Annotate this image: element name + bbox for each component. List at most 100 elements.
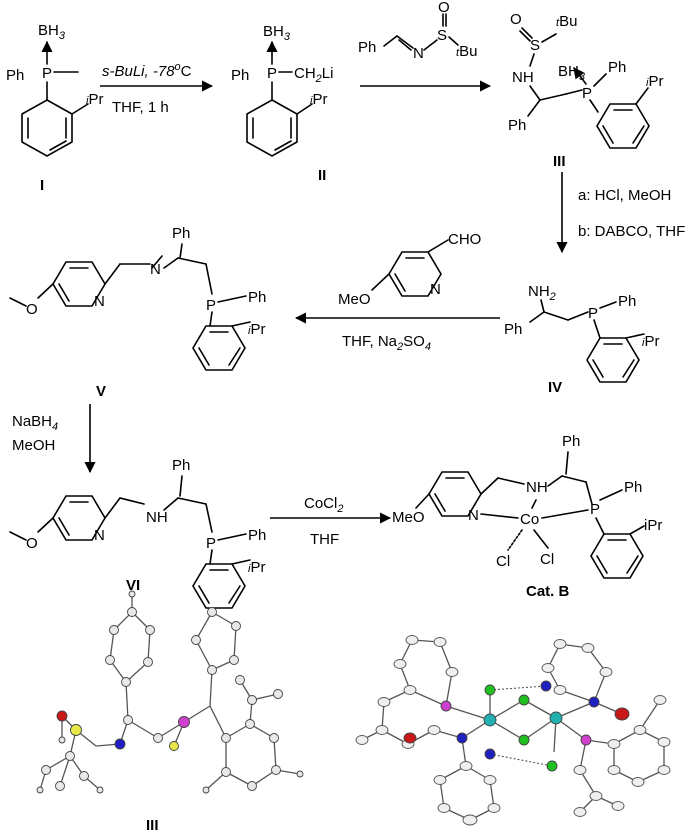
svg-text:tBu: tBu — [556, 13, 577, 30]
compound-IV: NH2 Ph P Ph iPr IV — [504, 283, 659, 396]
svg-text:Ph: Ph — [248, 527, 266, 544]
svg-text:Ph: Ph — [624, 479, 642, 496]
reagent-step6-solvent: THF — [310, 531, 339, 548]
svg-text:P: P — [588, 305, 598, 322]
sulfinimine-reagent: Ph N S O tBu — [358, 0, 477, 62]
svg-text:Ph: Ph — [508, 117, 526, 134]
compound-label-I: I — [40, 177, 44, 194]
svg-text:CH2Li: CH2Li — [294, 65, 333, 85]
svg-text:NH2: NH2 — [528, 283, 556, 303]
svg-text:iPr: iPr — [248, 321, 265, 338]
svg-text:Ph: Ph — [231, 67, 249, 84]
crystal-structure-III: III — [36, 590, 304, 834]
compound-II: BH3 P Ph CH2Li iPr II — [231, 23, 333, 184]
compound-label-VI: VI — [126, 577, 140, 594]
svg-text:iPr: iPr — [642, 333, 659, 350]
atom-nitrogen — [456, 732, 468, 744]
atom-chlorine — [518, 734, 530, 746]
svg-text:NH: NH — [512, 69, 534, 86]
atom-nitrogen — [114, 738, 126, 750]
svg-text:CHO: CHO — [448, 231, 481, 248]
atom-nitrogen — [588, 696, 600, 708]
compound-label-IV: IV — [548, 379, 562, 396]
reagent-step3-b: b: DABCO, THF — [578, 223, 685, 240]
svg-text:S: S — [530, 37, 540, 54]
crystal-structure-catB — [355, 635, 671, 826]
svg-text:O: O — [438, 0, 450, 16]
svg-text:tBu: tBu — [456, 43, 477, 60]
atom-oxygen — [614, 707, 630, 721]
reagent-step4: THF, Na2SO4 — [342, 333, 431, 353]
svg-text:NH: NH — [146, 509, 168, 526]
reagent-step5-solvent: MeOH — [12, 437, 55, 454]
svg-text:Ph: Ph — [358, 39, 376, 56]
phosphorus-label: P — [42, 65, 52, 82]
phenyl-label: Ph — [6, 67, 24, 84]
atom-cobalt — [483, 713, 497, 727]
reagent-step6: CoCl2 — [304, 495, 343, 515]
svg-text:P: P — [582, 85, 592, 102]
svg-text:iPr: iPr — [646, 73, 663, 90]
reagent-step1: s-BuLi, -78oC — [102, 61, 192, 80]
atom-phosphorus — [178, 716, 190, 728]
compound-label-catB: Cat. B — [526, 583, 570, 600]
atom-nitrogen — [540, 680, 552, 692]
atom-cobalt — [549, 711, 563, 725]
aldehyde-reagent: N CHO MeO — [338, 231, 481, 308]
crystal-label-III: III — [146, 817, 159, 834]
svg-text:P: P — [206, 297, 216, 314]
atom-chlorine — [484, 684, 496, 696]
svg-text:Co: Co — [520, 511, 539, 528]
svg-text:BH3: BH3 — [558, 63, 586, 83]
svg-text:BH3: BH3 — [263, 23, 291, 43]
compound-I: BH3 P Ph iPr I — [6, 22, 103, 194]
svg-text:MeO: MeO — [392, 509, 425, 526]
atom-phosphorus — [440, 700, 452, 712]
svg-text:MeO: MeO — [338, 291, 371, 308]
reagent-step3-a: a: HCl, MeOH — [578, 187, 671, 204]
svg-text:N: N — [94, 293, 105, 310]
compound-VI: N O NH Ph P Ph iPr VI — [9, 457, 266, 609]
svg-text:Ph: Ph — [618, 293, 636, 310]
reagent-step5: NaBH4 — [12, 413, 58, 433]
compound-label-III: III — [553, 153, 566, 170]
svg-text:Ph: Ph — [248, 289, 266, 306]
compound-label-V: V — [96, 383, 106, 400]
bh3-label: BH3 — [38, 22, 66, 42]
benzene-ring — [21, 99, 73, 157]
svg-text:NH: NH — [526, 479, 548, 496]
atom-oxygen — [56, 710, 68, 722]
svg-text:Ph: Ph — [504, 321, 522, 338]
svg-text:iPr: iPr — [644, 517, 662, 534]
atom-boron — [169, 741, 179, 751]
svg-text:P: P — [206, 535, 216, 552]
svg-text:O: O — [26, 301, 38, 318]
svg-text:N: N — [468, 507, 479, 524]
atom-nitrogen — [484, 748, 496, 760]
svg-text:Ph: Ph — [562, 433, 580, 450]
svg-text:O: O — [510, 11, 522, 28]
atom-chlorine — [546, 760, 558, 772]
svg-text:iPr: iPr — [248, 559, 265, 576]
reagent-step1-solvent: THF, 1 h — [112, 99, 169, 116]
compound-label-II: II — [318, 167, 326, 184]
catalyst-B: N MeO NH Ph P Ph Co Cl Cl iPr Cat. B — [392, 433, 662, 600]
svg-text:iPr: iPr — [86, 91, 103, 108]
svg-text:O: O — [26, 535, 38, 552]
svg-text:Ph: Ph — [172, 457, 190, 474]
svg-text:N: N — [94, 527, 105, 544]
svg-text:P: P — [590, 501, 600, 518]
atom-phosphorus — [580, 734, 592, 746]
compound-III: O S tBu NH Ph P BH3 Ph iPr III — [508, 11, 663, 170]
compound-V: N O N Ph P Ph iPr V — [9, 225, 266, 400]
svg-text:Cl: Cl — [540, 551, 554, 568]
svg-text:N: N — [430, 281, 441, 298]
atom-oxygen — [403, 732, 417, 744]
svg-text:N: N — [150, 261, 161, 278]
svg-text:N: N — [413, 45, 424, 62]
svg-text:Ph: Ph — [172, 225, 190, 242]
svg-text:Cl: Cl — [496, 553, 510, 570]
svg-text:P: P — [267, 65, 277, 82]
atom-chlorine — [518, 694, 530, 706]
